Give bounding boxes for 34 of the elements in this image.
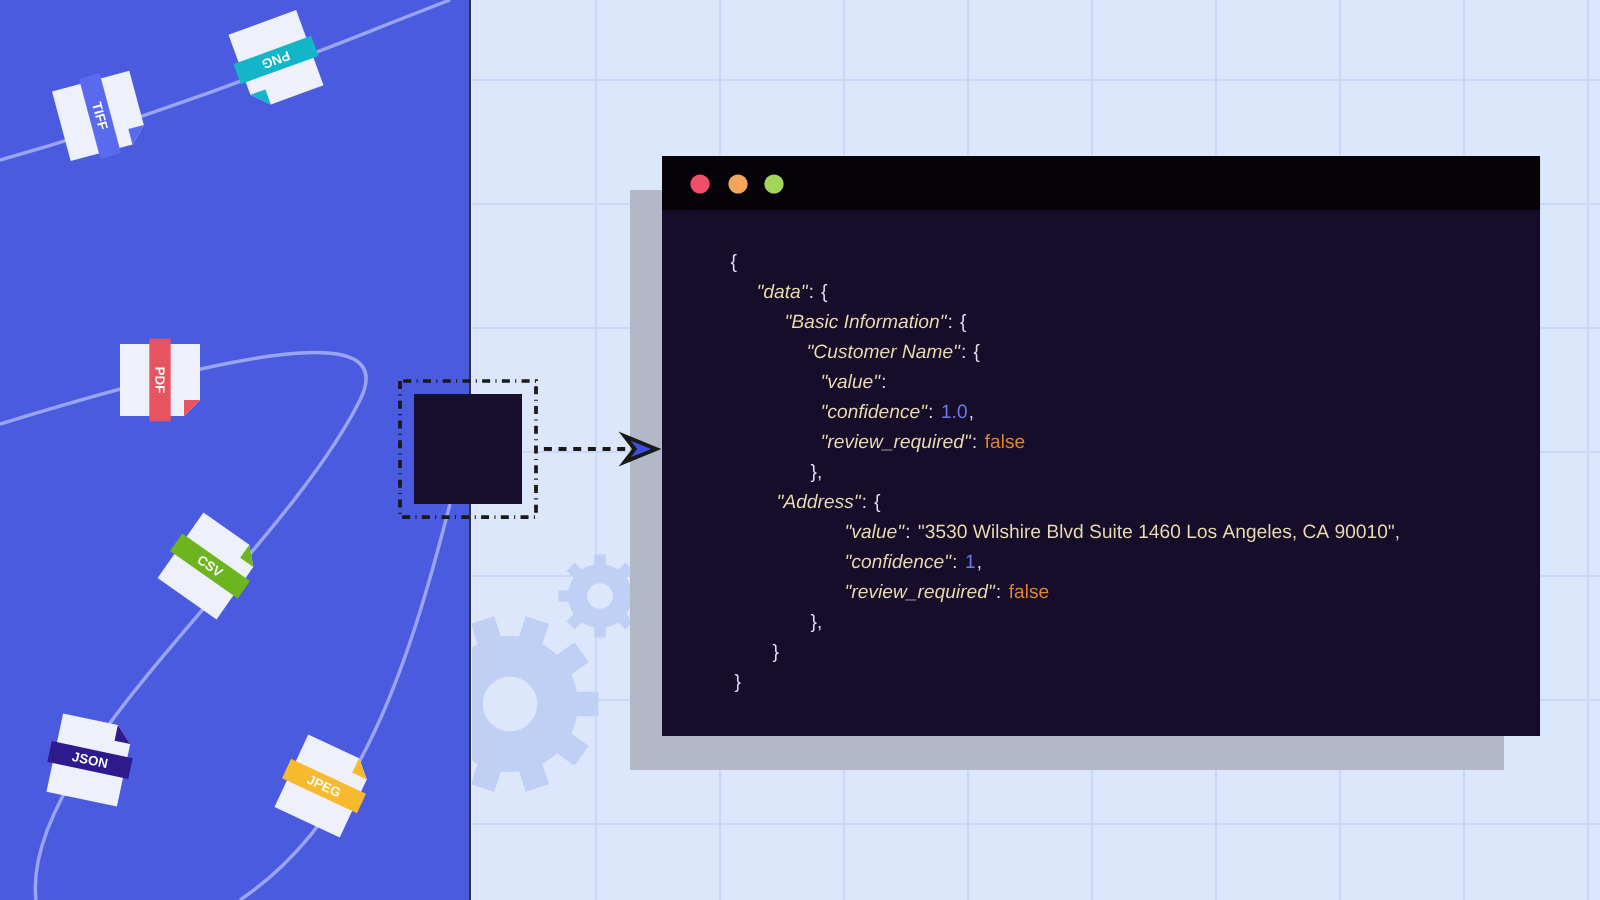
code-text: , (978, 565, 981, 571)
code-text: false (984, 434, 1025, 449)
code-text: "confidence" (846, 554, 952, 569)
code-text: : (906, 527, 909, 538)
code-text: : (882, 377, 885, 388)
code-text: : (973, 437, 976, 448)
code-text: } (772, 644, 779, 662)
code-text: 1.0 (942, 404, 967, 419)
code-text: }, (810, 614, 821, 632)
code-text: , (970, 415, 973, 421)
processor-box (398, 379, 538, 519)
code-text: "value" (846, 524, 905, 539)
code-text: : { (962, 344, 980, 362)
code-text: : (929, 407, 932, 418)
code-text: : { (810, 284, 828, 302)
code-text: "review_required" (846, 584, 996, 602)
code-text: "Address" (778, 494, 862, 509)
code-text: : (997, 587, 1000, 598)
code-text: "review_required" (822, 434, 972, 452)
code-text: : { (863, 494, 881, 512)
code-text: { (730, 254, 737, 272)
code-text: false (1008, 584, 1049, 599)
code-text: : { (949, 314, 967, 332)
code-text: } (734, 674, 741, 692)
code-text: "data" (758, 284, 809, 299)
code-text: "Basic Information" (786, 314, 948, 329)
code-text: }, (810, 464, 821, 482)
code-text: "Customer Name" (808, 344, 961, 359)
code-text: 1 (966, 554, 975, 568)
code-text: "confidence" (822, 404, 928, 419)
code-text: "3530 Wilshire Blvd Suite 1460 Los Angeles, CA 90010", (918, 524, 1399, 542)
code-text: "value" (822, 374, 881, 389)
code-text: : (953, 557, 956, 568)
code-window (662, 156, 1541, 736)
